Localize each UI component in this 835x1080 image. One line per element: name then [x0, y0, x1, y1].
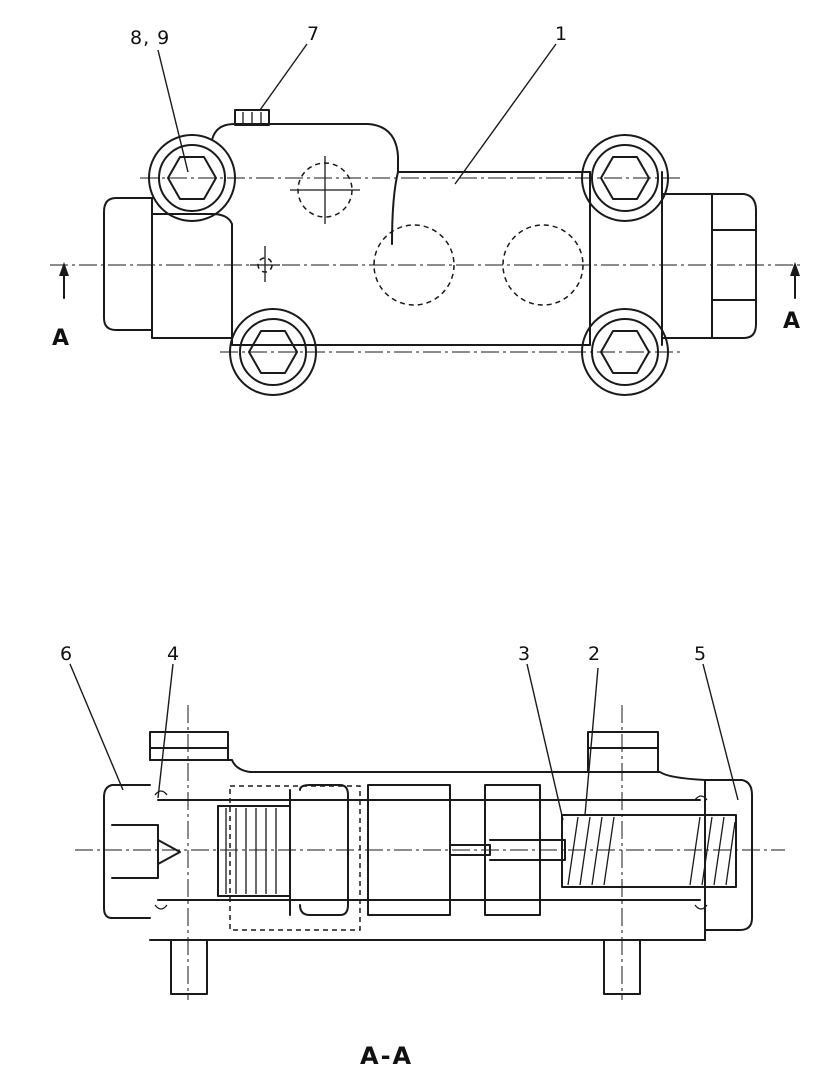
- bolt-top-right: [581, 134, 669, 222]
- seal-right: [694, 795, 708, 910]
- bolt-shank-left: [170, 939, 208, 995]
- spool-bore: [157, 799, 701, 901]
- plug-7: [234, 109, 270, 126]
- left-cap: [103, 197, 153, 331]
- callout-5: 5: [694, 643, 707, 665]
- callout-2: 2: [588, 643, 601, 665]
- section-marker-left: A: [52, 326, 69, 351]
- callout-3: 3: [518, 643, 531, 665]
- section-bolt-head-left: [149, 731, 229, 761]
- hidden-port-middle: [373, 224, 455, 306]
- callout-1: 1: [555, 23, 568, 45]
- leader-1: [454, 43, 557, 185]
- callout-4: 4: [167, 643, 180, 665]
- left-body-block: [151, 197, 233, 339]
- leader-89: [157, 49, 189, 173]
- leader-5: [702, 663, 739, 801]
- left-spring: [217, 805, 291, 897]
- bolt-bottom-left: [229, 308, 317, 396]
- hidden-port-right: [502, 224, 584, 306]
- section-arrow-left: [59, 262, 69, 299]
- end-plug-6: [103, 784, 181, 919]
- section-bolt-head-right: [587, 731, 659, 773]
- section-view: 6 4 3 2 5 A-A: [60, 643, 785, 1070]
- section-view-label: A-A: [360, 1042, 413, 1070]
- right-spring: [561, 814, 737, 888]
- end-cap-5: [704, 779, 753, 941]
- leader-6: [69, 663, 124, 791]
- callout-6: 6: [60, 643, 73, 665]
- section-arrow-right: [790, 262, 800, 299]
- callout-7: 7: [307, 23, 320, 45]
- bolt-shank-right: [603, 939, 641, 995]
- leader-4: [157, 663, 174, 799]
- top-view: A A 8, 9 7 1: [50, 23, 800, 396]
- right-hex-cap: [711, 193, 757, 339]
- bolt-top-left: [148, 134, 236, 222]
- spool-lands: [289, 784, 541, 916]
- bolt-bottom-right: [581, 308, 669, 396]
- leader-7: [259, 43, 308, 111]
- leader-3: [526, 663, 564, 821]
- seal-left: [154, 790, 168, 910]
- spool-stem: [449, 839, 566, 861]
- main-body-outline: [211, 123, 591, 346]
- section-marker-right: A: [783, 309, 800, 334]
- leader-2a: [584, 667, 599, 816]
- callout-8-9: 8, 9: [130, 27, 170, 49]
- hidden-passage: [229, 785, 361, 931]
